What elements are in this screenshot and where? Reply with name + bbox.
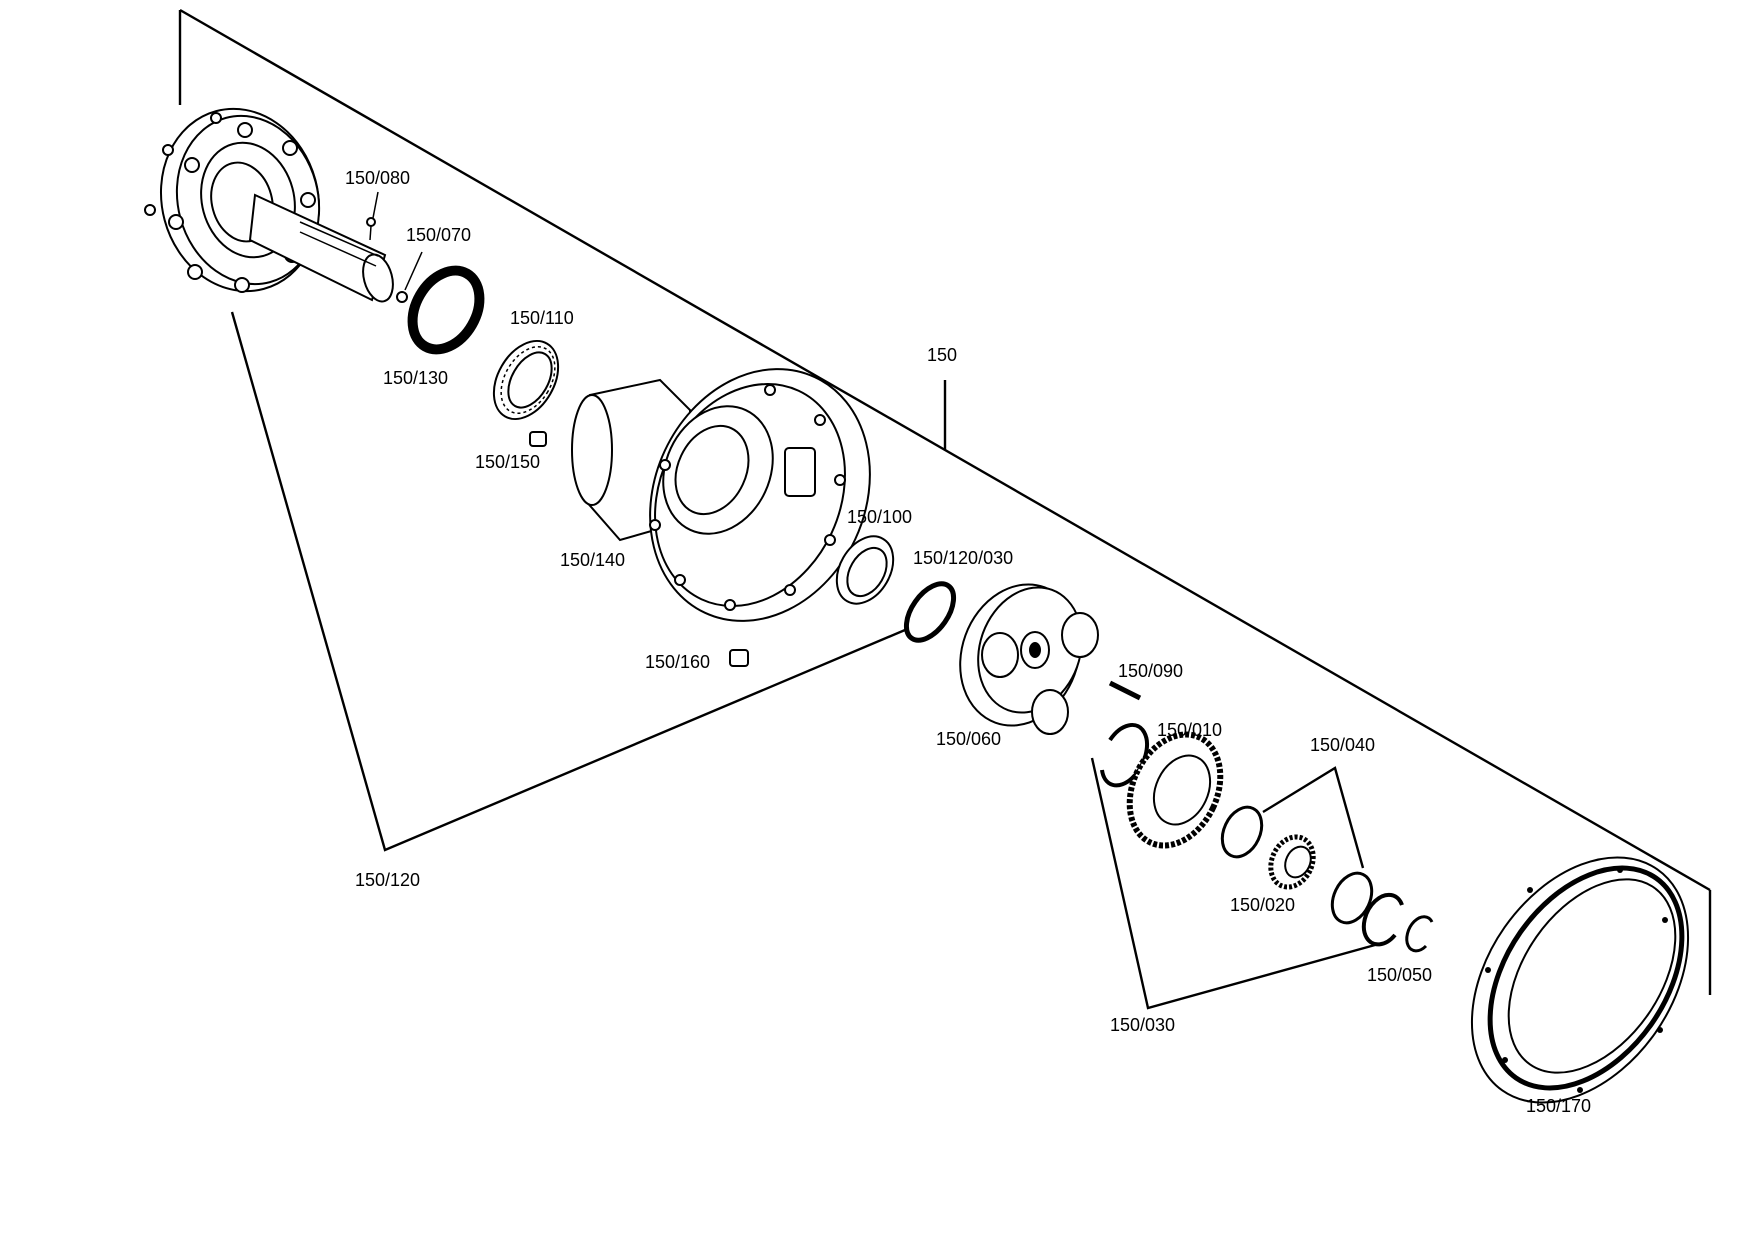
callout-150-070: 150/070 bbox=[406, 225, 472, 245]
callout-150-150: 150/150 bbox=[475, 452, 541, 472]
leader-lines bbox=[230, 191, 1376, 1010]
ring-150-040-a bbox=[1220, 805, 1264, 859]
callout-150-120-030: 150/120/030 bbox=[913, 548, 1014, 568]
callout-150-100: 150/100 bbox=[847, 507, 913, 527]
callout-150-010: 150/010 bbox=[1157, 720, 1223, 740]
callout-150-140: 150/140 bbox=[560, 550, 626, 570]
callout-150-080: 150/080 bbox=[345, 168, 411, 188]
snap-ring-150-050 bbox=[1405, 915, 1434, 953]
pin-150-080 bbox=[366, 217, 376, 241]
plug-150-150 bbox=[529, 431, 547, 447]
wheel-hub-flange bbox=[144, 107, 394, 303]
housing-150-140 bbox=[571, 368, 871, 622]
callout-150-020: 150/020 bbox=[1230, 895, 1296, 915]
callout-150-050: 150/050 bbox=[1367, 965, 1433, 985]
needle-bearing-150-020 bbox=[1268, 834, 1316, 890]
callout-150-030: 150/030 bbox=[1110, 1015, 1176, 1035]
callout-150-060: 150/060 bbox=[936, 729, 1002, 749]
callout-150-090: 150/090 bbox=[1118, 661, 1184, 681]
nut-150-160 bbox=[729, 649, 749, 667]
screw-150-070 bbox=[396, 291, 408, 303]
callout-150-170: 150/170 bbox=[1526, 1096, 1592, 1116]
callout-150-160: 150/160 bbox=[645, 652, 711, 672]
bearing-150-110 bbox=[492, 340, 560, 420]
ring-gear-cover-150-170 bbox=[1470, 856, 1690, 1104]
callout-150-120: 150/120 bbox=[355, 870, 421, 890]
ring-150-100 bbox=[835, 535, 895, 605]
callout-150-130: 150/130 bbox=[383, 368, 449, 388]
assembly-bracket-150 bbox=[178, 8, 1712, 995]
callout-150: 150 bbox=[927, 345, 958, 365]
snap-ring-150-030-b bbox=[1361, 892, 1404, 947]
gear-150-010 bbox=[1126, 731, 1224, 849]
callout-150-040: 150/040 bbox=[1310, 735, 1376, 755]
seal-ring-150-130 bbox=[407, 265, 485, 355]
pin-150-090 bbox=[1108, 680, 1142, 701]
ring-150-040-b bbox=[1330, 871, 1374, 925]
planet-carrier-150-060 bbox=[959, 583, 1099, 735]
ring-150-120-030 bbox=[903, 581, 957, 643]
callout-150-110: 150/110 bbox=[510, 308, 574, 328]
